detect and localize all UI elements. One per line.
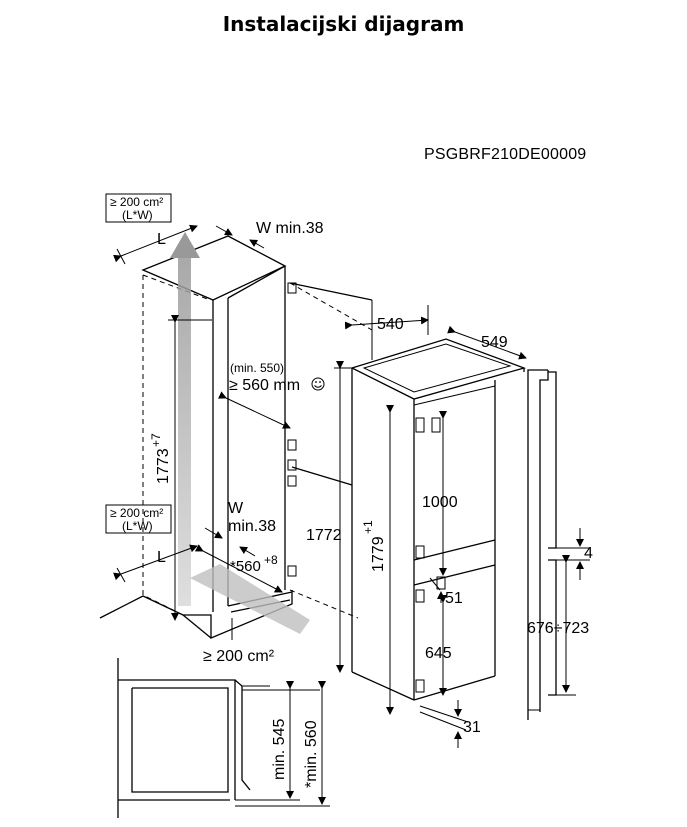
dim-door-gap: 4 [584, 545, 593, 562]
dim-appliance-width: 540 [377, 316, 404, 333]
dim-appliance-height-total: 1779 [370, 536, 387, 572]
vent-bottom-lw: (L*W) [122, 519, 153, 533]
dim-niche-height-tol: +7 [149, 433, 163, 447]
dim-L-top: L [157, 231, 166, 248]
vent-top-box: ≥ 200 cm² (L*W) [105, 193, 172, 223]
dim-appliance-height: 1772 [306, 527, 342, 544]
side-section-view [117, 658, 330, 818]
diagram-code: PSGBRF210DE00009 [424, 146, 587, 163]
dim-side-min-545: min. 545 [271, 719, 288, 780]
appliance [350, 338, 527, 701]
dim-appliance-height-total-tol: +1 [361, 520, 375, 534]
dim-fridge-door-height: 645 [425, 645, 452, 662]
dim-gap: 51 [445, 590, 463, 607]
dim-appliance-depth: 549 [481, 334, 508, 351]
vent-bottom-area: ≥ 200 cm² [110, 506, 163, 520]
depth-min-note: (min. 550) [230, 361, 284, 375]
dim-L-bottom: L [157, 549, 166, 566]
dim-niche-depth-bottom: *560 [230, 558, 261, 575]
dim-W-bottom-min: min.38 [228, 518, 276, 535]
door-profile [527, 369, 557, 720]
dim-niche-height: 1773 [155, 448, 172, 484]
vent-bottom-box: ≥ 200 cm² (L*W) [105, 504, 172, 534]
dim-bottom-offset: 31 [463, 719, 481, 736]
dim-W-bottom-w: W [228, 500, 244, 517]
smiley-icon [311, 377, 325, 391]
dim-side-min-560: *min. 560 [303, 720, 320, 788]
bottom-vent-label: ≥ 200 cm² [203, 648, 275, 665]
vent-top-area: ≥ 200 cm² [110, 195, 163, 209]
vent-top-lw: (L*W) [122, 208, 153, 222]
dim-freezer-door-height: 1000 [422, 494, 458, 511]
depth-main: ≥ 560 mm [229, 377, 300, 394]
dim-W-top: W min.38 [256, 220, 324, 237]
page-title: Instalacijski dijagram [222, 12, 465, 36]
dim-door-range: 676÷723 [527, 620, 589, 637]
dim-niche-depth-bottom-tol: +8 [264, 553, 278, 567]
